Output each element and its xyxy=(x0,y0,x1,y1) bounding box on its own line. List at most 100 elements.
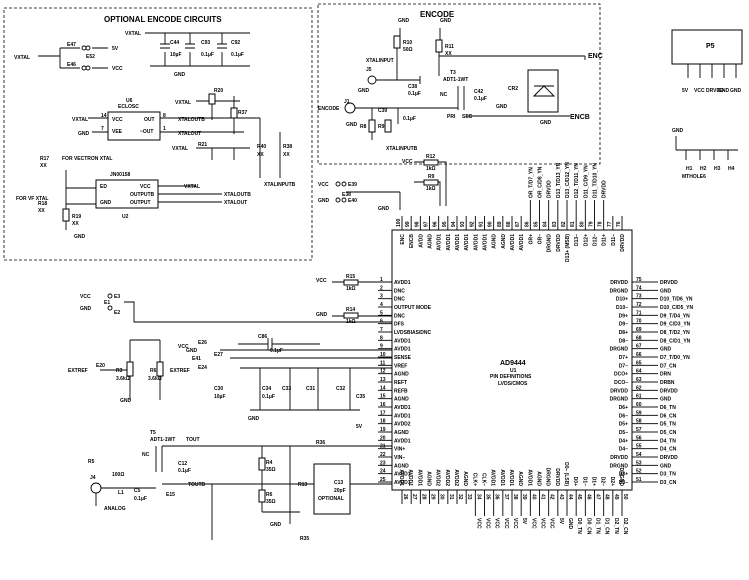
c38-label: C38 xyxy=(408,84,417,90)
pin-name: AVDD xyxy=(418,234,424,248)
pin-number: 25 xyxy=(380,477,386,483)
pin-number: 98 xyxy=(414,221,420,227)
u6-pin1: 1 xyxy=(163,126,166,132)
pin-number: 81 xyxy=(570,221,576,227)
e27-label: E27 xyxy=(214,352,223,358)
pin-name: D8– xyxy=(619,338,628,344)
pin-name: AGND xyxy=(428,234,434,249)
t3-part: ADT1-1WT xyxy=(443,77,468,83)
pin-number: 28 xyxy=(420,494,426,500)
pin-number: 83 xyxy=(552,221,558,227)
pin-number: 89 xyxy=(497,221,503,227)
pin-number: 69 xyxy=(636,327,642,333)
pin-name: D12– xyxy=(593,234,599,246)
pin-number: 86 xyxy=(524,221,530,227)
net-label: GND xyxy=(660,288,672,294)
e2-label: E2 xyxy=(114,310,120,316)
c5-label: C5 xyxy=(134,488,141,494)
analog-input: T5 ADT1-1WT TOUT TOUTB NC C12 0.1µF R5 1… xyxy=(88,430,392,542)
u6-pin7: 7 xyxy=(101,126,104,132)
optional-encode-title: OPTIONAL ENCODE CIRCUITS xyxy=(104,15,222,24)
net-label: DRVDD xyxy=(547,180,553,198)
r21-label: R21 xyxy=(198,142,207,148)
r4-label: R4 xyxy=(266,460,273,466)
pin-name: D3+ xyxy=(619,472,628,478)
pin-name: D8+ xyxy=(619,330,628,336)
pin-name: D12+ xyxy=(583,234,589,246)
for-vf-note: FOR VF XTAL xyxy=(16,196,48,202)
pin-number: 74 xyxy=(636,285,642,291)
pin-number: 14 xyxy=(380,385,386,391)
vcc-r12: VCC xyxy=(402,159,413,165)
pin-name: AVDD2 xyxy=(444,469,450,486)
gnd-filter: GND xyxy=(174,72,186,78)
net-label: D8_T/D2_YN xyxy=(660,330,690,336)
pin-name: AGND xyxy=(517,471,523,486)
supply-vcc: VCC xyxy=(112,66,123,72)
pin-name: AVDD1 xyxy=(526,469,532,486)
pin-number: 54 xyxy=(636,452,642,458)
gnd-u2: GND xyxy=(74,234,86,240)
r12-value: 1kΩ xyxy=(426,166,436,172)
chip-ref: U1 xyxy=(510,368,517,374)
pin-number: 79 xyxy=(589,221,595,227)
net-label: OR_C/D8_YN xyxy=(538,166,544,198)
pin-name: D0– (LSB) xyxy=(563,462,569,486)
p5-net-4: GND xyxy=(730,88,742,94)
r17-label: R17 xyxy=(40,156,49,162)
r6b-value: 35Ω xyxy=(266,499,276,505)
c13-label: C13 xyxy=(334,480,343,486)
pin-number: 71 xyxy=(636,310,642,316)
pin-number: 30 xyxy=(439,494,445,500)
pin-number: 21 xyxy=(380,444,386,450)
c12-value: 0.1µF xyxy=(178,468,191,474)
pin-number: 10 xyxy=(380,352,386,358)
pin-number: 93 xyxy=(460,221,466,227)
c42-label: C42 xyxy=(474,89,483,95)
pin-number: 22 xyxy=(380,452,386,458)
gnd-enc-1: GND xyxy=(398,18,410,24)
pin-number: 11 xyxy=(380,360,386,366)
pin-number: 88 xyxy=(506,221,512,227)
h1-label: H1 xyxy=(686,166,693,172)
net-label: D9_T/D4_YN xyxy=(660,313,690,319)
r5-value: 100Ω xyxy=(112,472,124,478)
pin-number: 13 xyxy=(380,377,386,383)
c34-label: C34 xyxy=(262,386,271,392)
pin-name: DRVDD xyxy=(610,455,628,461)
v5-pin17: 5V xyxy=(356,424,363,430)
pin-name: DNC xyxy=(394,313,405,319)
net-label: D4_TN xyxy=(660,438,676,444)
encode-frame xyxy=(317,3,601,165)
chip-right-pins: 75DRVDD74DRGND73D10+72D10–71D9+70D9–69D8… xyxy=(610,277,646,486)
pin-name: D9– xyxy=(619,322,628,328)
pin-name: D13+ (MSB) xyxy=(565,234,571,262)
c12-label: C12 xyxy=(178,461,187,467)
pin-number: 40 xyxy=(530,494,536,500)
pin-number: 57 xyxy=(636,427,642,433)
pin-name: D10+ xyxy=(616,297,628,303)
vcc-r15: VCC xyxy=(316,278,327,284)
c86-label: C86 xyxy=(258,334,267,340)
pin-name: ENC xyxy=(400,234,406,245)
pin-number: 7 xyxy=(380,327,383,333)
reference-network: C86 0.1µF VCC E26 E27 E41 E24 EXTREF GND… xyxy=(68,334,392,430)
c93-label: C93 xyxy=(201,40,210,46)
pin-number: 65 xyxy=(636,360,642,366)
pin-name: AVDD1 xyxy=(519,234,525,251)
net-label: DRVDD xyxy=(660,455,678,461)
r38-label: R38 xyxy=(283,144,292,150)
net-label: GND xyxy=(660,463,672,469)
pin-number: 77 xyxy=(607,221,613,227)
net-label: DRVDD xyxy=(660,388,678,394)
net-label: D4_CN xyxy=(660,447,677,453)
pin-name: AVDD1 xyxy=(394,472,411,478)
net-label: D3_CN xyxy=(660,480,677,486)
r14-label: R14 xyxy=(346,307,355,313)
e20-label: E20 xyxy=(96,363,105,369)
u2-xtalout: XTALOUT xyxy=(224,200,247,206)
pin-name: AVDD1 xyxy=(394,480,411,486)
pin-number: 96 xyxy=(433,221,439,227)
net-label: D0_CN xyxy=(585,518,591,535)
